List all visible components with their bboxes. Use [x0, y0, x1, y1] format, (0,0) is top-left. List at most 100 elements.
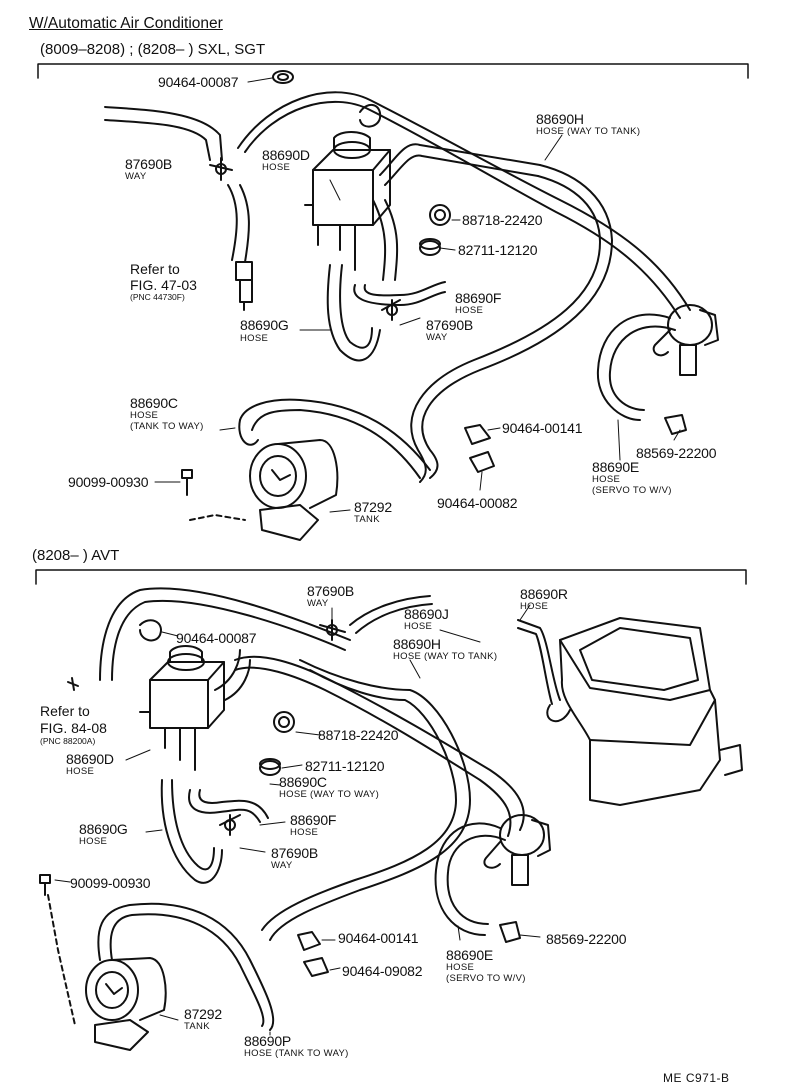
s1-hose-88690F — [353, 281, 446, 306]
s2-label-88690D-sub: HOSE — [66, 766, 95, 777]
s1-label-82711-12120: 82711-12120 — [458, 242, 538, 258]
s2-hose-88690P — [97, 902, 275, 1031]
s1-label-88690G-sub: HOSE — [240, 333, 269, 344]
s1-label-87292-sub: TANK — [354, 514, 380, 525]
s2-label-88690H-sub: HOSE (WAY TO TANK) — [393, 651, 498, 662]
s1-label-90099-00930: 90099-00930 — [68, 474, 149, 490]
s2-label-90464-00141: 90464-00141 — [338, 930, 419, 946]
s1-label-88690D: 88690D — [262, 147, 310, 163]
s2-label-90464-00087: 90464-00087 — [176, 630, 257, 646]
s2-label-88690J: 88690J — [404, 606, 449, 622]
s2-label-88690P: 88690P — [244, 1033, 292, 1049]
s1-grommet-88718 — [429, 204, 451, 226]
s2-label-88690E-sub2: (SERVO TO W/V) — [446, 973, 526, 984]
s2-tank — [47, 894, 167, 1051]
s1-clip-90464-00141 — [464, 424, 491, 445]
s1-hose-down-left — [227, 184, 250, 263]
s1-vsv — [304, 131, 391, 271]
s1-bolt — [181, 469, 193, 496]
s2-label-90464-09082: 90464-09082 — [342, 963, 423, 979]
s2-bolt — [39, 874, 51, 896]
s2-label-88718-22420: 88718-22420 — [318, 727, 399, 743]
s2-grommet-82711 — [259, 758, 281, 776]
s1-label-88690G: 88690G — [240, 317, 289, 333]
s2-label-88690P-sub: HOSE (TANK TO WAY) — [244, 1048, 349, 1059]
s2-label-87690B-sub: WAY — [307, 598, 329, 609]
s1-label-88690F: 88690F — [455, 290, 502, 306]
s1-refer-line3: (PNC 44730F) — [130, 292, 185, 302]
s1-label-88690H: 88690H — [536, 111, 584, 127]
s2-hose-top-loop — [99, 587, 351, 681]
s1-hose-loop-right — [410, 164, 613, 483]
s1-hose-88690E — [596, 313, 676, 421]
s1-check-valve — [235, 261, 253, 311]
s1-label-90464-00087: 90464-00087 — [158, 74, 239, 90]
s2-label-88690J-sub: HOSE — [404, 621, 433, 632]
s1-way-87690B — [209, 157, 233, 181]
s2-clip-90464-00087 — [139, 619, 162, 642]
s2-label-90099-00930: 90099-00930 — [70, 875, 151, 891]
s1-label-88569-22200: 88569-22200 — [636, 445, 717, 461]
s2-way-87690B-2 — [219, 814, 241, 836]
s2-clips — [297, 921, 521, 977]
s1-refer-line2: FIG. 47-03 — [130, 277, 197, 293]
s2-vsv — [139, 645, 225, 771]
s1-grommet-82711 — [419, 238, 441, 256]
s1-label-88690C-sub1: HOSE — [130, 410, 159, 421]
s2-label-88690E: 88690E — [446, 947, 494, 963]
s1-label-88690C-sub2: (TANK TO WAY) — [130, 421, 204, 432]
s1-label-88690E: 88690E — [592, 459, 640, 475]
s1-label-88690C: 88690C — [130, 395, 178, 411]
s2-label-88690R: 88690R — [520, 586, 568, 602]
s1-servo — [652, 304, 719, 376]
s2-servo — [483, 814, 551, 886]
s2-label-87690B: 87690B — [307, 583, 355, 599]
s2-label-88569-22200: 88569-22200 — [546, 931, 627, 947]
section1-frame — [37, 63, 749, 79]
s1-label-88690E-sub1: HOSE — [592, 474, 621, 485]
s1-tank — [189, 439, 339, 541]
s2-label-87292: 87292 — [184, 1006, 222, 1022]
s1-way-87690B-2 — [381, 299, 401, 321]
s2-refer-line2: FIG. 84-08 — [40, 720, 107, 736]
s1-label-90464-00082: 90464-00082 — [437, 495, 518, 511]
section2-heading: (8208– ) AVT — [32, 547, 120, 564]
s2-label-88690G-sub: HOSE — [79, 836, 108, 847]
s1-label-87690B-2-sub: WAY — [426, 332, 448, 343]
s2-label-88690E-sub1: HOSE — [446, 962, 475, 973]
s1-hose-top-left — [104, 106, 223, 161]
s2-label-82711-12120: 82711-12120 — [305, 758, 385, 774]
s2-hose-88690R — [517, 619, 571, 723]
s1-clip-90464-00087 — [272, 70, 294, 84]
s1-label-87690B: 87690B — [125, 156, 173, 172]
s1-label-88690E-sub2: (SERVO TO W/V) — [592, 485, 672, 496]
s2-label-88690C-sub: HOSE (WAY TO WAY) — [279, 789, 380, 800]
s2-label-88690C: 88690C — [279, 774, 327, 790]
s2-hose-second-diagonal — [261, 659, 471, 941]
s2-hose-88690E — [434, 822, 506, 936]
s2-hoses-vsv — [160, 649, 269, 884]
section1-heading: (8009–8208) ; (8208– ) SXL, SGT — [40, 41, 266, 58]
s1-label-88690H-sub: HOSE (WAY TO TANK) — [536, 126, 641, 137]
s1-hose-88690C — [238, 398, 431, 479]
s1-clip-88569 — [664, 414, 687, 435]
s1-label-90464-00141: 90464-00141 — [502, 420, 583, 436]
s1-hoses-vsv — [326, 143, 541, 362]
page-title: W/Automatic Air Conditioner — [29, 15, 223, 32]
s2-label-88690F: 88690F — [290, 812, 337, 828]
s1-label-88690D-sub: HOSE — [262, 162, 291, 173]
s1-label-87292: 87292 — [354, 499, 392, 515]
s1-label-87690B-sub: WAY — [125, 171, 147, 182]
s2-grommet-88718 — [273, 711, 295, 733]
s2-bolt-small — [67, 677, 79, 691]
s2-label-87690B-2-sub: WAY — [271, 860, 293, 871]
s2-hose-88690J — [349, 595, 433, 634]
s2-heater-unit — [559, 617, 743, 806]
s1-leader-lines — [154, 77, 681, 513]
s1-label-88718-22420: 88718-22420 — [462, 212, 543, 228]
section2-frame — [35, 569, 747, 585]
s2-label-87292-sub: TANK — [184, 1021, 210, 1032]
s2-label-87690B-2: 87690B — [271, 845, 319, 861]
s2-label-88690F-sub: HOSE — [290, 827, 319, 838]
